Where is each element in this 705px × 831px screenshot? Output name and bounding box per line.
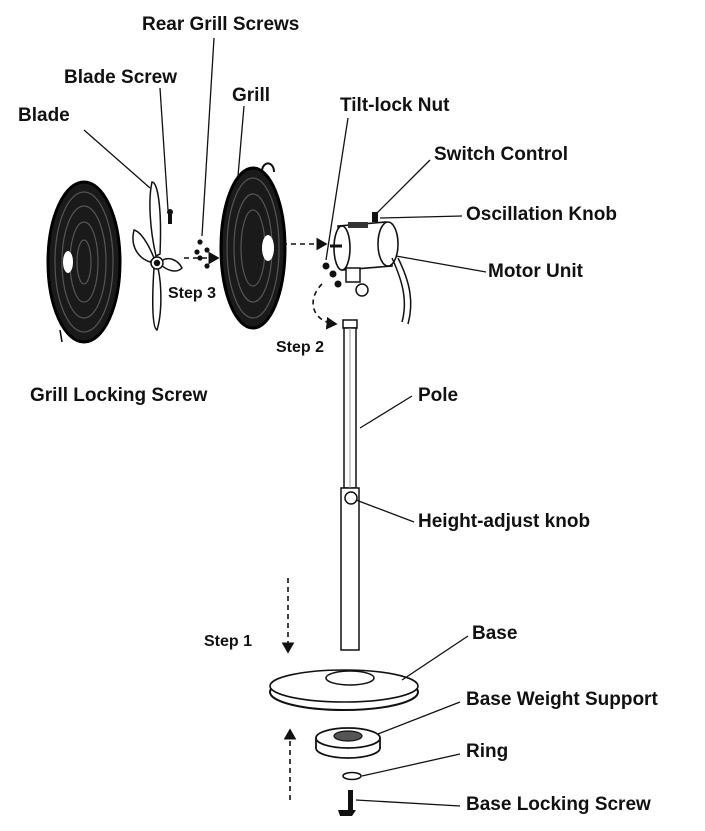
label-step-3: Step 3: [168, 285, 217, 302]
label-base: Base: [472, 623, 518, 644]
label-base-weight-support: Base Weight Support: [466, 689, 658, 710]
label-grill: Grill: [232, 85, 271, 106]
blade-screw: [167, 209, 173, 224]
label-height-adjust-knob: Height-adjust knob: [418, 511, 591, 532]
rear-grill-screws: [194, 239, 210, 269]
label-pole: Pole: [418, 385, 459, 406]
label-motor-unit: Motor Unit: [488, 261, 583, 282]
motor-unit: [330, 212, 412, 325]
label-rear-grill-screws: Rear Grill Screws: [142, 14, 300, 35]
base-weight-support: [315, 727, 381, 759]
leader-lines: [83, 37, 487, 807]
blade: [132, 181, 183, 332]
step-arrows: [184, 237, 338, 800]
label-ring: Ring: [466, 741, 509, 762]
pole: [340, 319, 360, 651]
rear-grill: [219, 162, 287, 330]
label-tilt-lock-nut: Tilt-lock Nut: [340, 95, 450, 116]
label-step-2: Step 2: [276, 339, 325, 356]
label-switch-control: Switch Control: [434, 144, 569, 165]
base-locking-screw: [338, 790, 356, 816]
base: [269, 669, 419, 711]
front-grill: [46, 180, 122, 344]
label-base-locking-screw: Base Locking Screw: [466, 794, 651, 815]
label-blade: Blade: [18, 105, 70, 126]
label-oscillation-knob: Oscillation Knob: [466, 204, 617, 225]
tilt-lock-nut: [322, 262, 342, 288]
label-grill-locking-screw: Grill Locking Screw: [30, 385, 208, 406]
ring: [342, 771, 362, 781]
label-blade-screw: Blade Screw: [64, 67, 177, 88]
label-step-1: Step 1: [204, 633, 253, 650]
